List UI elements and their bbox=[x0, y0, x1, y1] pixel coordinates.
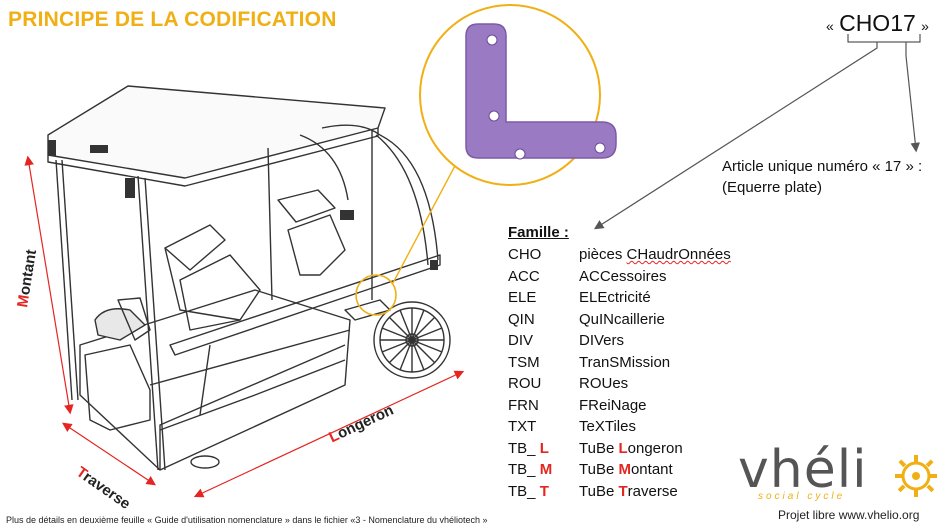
famille-row: TSM TranSMission bbox=[508, 352, 731, 374]
open-quote: « bbox=[826, 17, 834, 34]
famille-code: TB_ L bbox=[508, 439, 549, 457]
famille-code: TB_ T bbox=[508, 482, 549, 500]
famille-code: FRN bbox=[508, 396, 539, 414]
famille-desc: TuBe Longeron bbox=[579, 439, 683, 457]
page-title: PRINCIPE DE LA CODIFICATION bbox=[8, 8, 337, 31]
famille-desc: pièces CHaudrOnnées bbox=[579, 246, 731, 263]
close-quote: » bbox=[921, 17, 929, 34]
code-number: 17 bbox=[890, 10, 916, 36]
famille-desc: QuINcaillerie bbox=[579, 310, 665, 328]
code-prefix: CHO bbox=[839, 10, 891, 36]
vhelio-logo: vhéli social cycle bbox=[738, 442, 938, 504]
famille-desc: FReiNage bbox=[579, 396, 647, 414]
famille-code: QIN bbox=[508, 310, 535, 328]
code-example: « CHO17 » bbox=[826, 10, 929, 37]
projet-link[interactable]: Projet libre www.vhelio.org bbox=[778, 508, 920, 522]
famille-row: QIN QuINcaillerie bbox=[508, 309, 731, 331]
famille-row: TB_ L TuBe Longeron bbox=[508, 438, 731, 460]
famille-code: DIV bbox=[508, 332, 534, 349]
famille-desc: DIVers bbox=[579, 332, 625, 349]
famille-code: TSM bbox=[508, 353, 540, 371]
famille-row: CHO pièces CHaudrOnnées bbox=[508, 244, 731, 266]
famille-desc: TeXTiles bbox=[579, 418, 636, 435]
famille-row: DIV DIVers bbox=[508, 330, 731, 352]
sun-gear-icon bbox=[895, 455, 937, 497]
logo-word: vhéli bbox=[738, 440, 868, 500]
article-line-2: (Equerre plate) bbox=[722, 179, 823, 196]
famille-code: TB_ M bbox=[508, 461, 553, 478]
equerre-plate-part bbox=[465, 23, 617, 160]
famille-code: ELE bbox=[508, 289, 537, 306]
article-note: Article unique numéro « 17 » : (Equerre … bbox=[722, 156, 922, 198]
famille-heading: Famille : bbox=[508, 224, 569, 241]
footnote: Plus de détails en deuxième feuille « Gu… bbox=[6, 515, 488, 525]
famille-row: ACC ACCessoires bbox=[508, 266, 731, 288]
famille-desc: TranSMission bbox=[579, 353, 671, 371]
famille-desc: TuBe Montant bbox=[579, 461, 673, 478]
famille-row: TB_ T TuBe Traverse bbox=[508, 481, 731, 503]
famille-desc: TuBe Traverse bbox=[579, 482, 678, 500]
famille-code: TXT bbox=[508, 418, 537, 435]
famille-code: CHO bbox=[508, 246, 542, 263]
famille-table: CHO pièces CHaudrOnnées ACC ACCessoires EL… bbox=[508, 244, 731, 502]
famille-row: FRN FReiNage bbox=[508, 395, 731, 417]
logo-tagline: social cycle bbox=[758, 491, 846, 502]
famille-row: ROU ROUes bbox=[508, 373, 731, 395]
famille-desc: ELEctricité bbox=[579, 289, 651, 306]
famille-row: TB_ M TuBe Montant bbox=[508, 459, 731, 481]
famille-code: ACC bbox=[508, 267, 540, 285]
famille-row: TXT TeXTiles bbox=[508, 416, 731, 438]
famille-desc: ACCessoires bbox=[579, 267, 667, 285]
famille-code: ROU bbox=[508, 375, 542, 392]
famille-row: ELE ELEctricité bbox=[508, 287, 731, 309]
article-line-1: Article unique numéro « 17 » : bbox=[722, 158, 923, 175]
famille-desc: ROUes bbox=[579, 375, 629, 392]
